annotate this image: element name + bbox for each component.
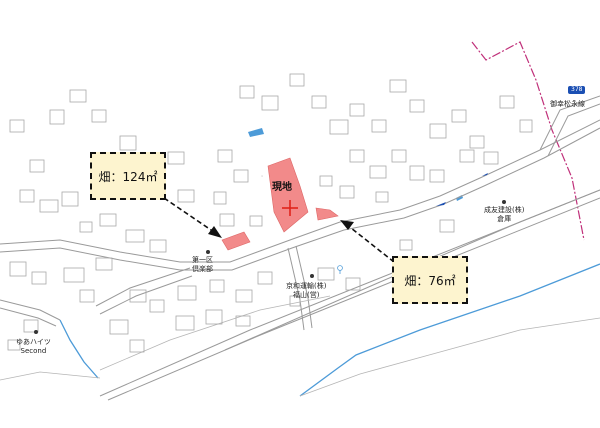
field-parcel-left: [222, 232, 250, 250]
company2-label-line1: 京和運輸(株): [286, 282, 326, 291]
terrain-edge: [0, 296, 600, 396]
company2-label: 京和運輸(株) 福山(営): [286, 282, 326, 300]
club-label-line1: 第一区: [192, 256, 213, 265]
apartment-label-line2: Second: [16, 347, 51, 356]
company2-label-line2: 福山(営): [286, 291, 326, 300]
parcels: [222, 158, 338, 250]
field-callout-right: 畑：76㎡: [392, 256, 468, 304]
route-name-label: 御幸松永線: [550, 100, 585, 109]
field-parcel-right: [316, 208, 338, 220]
field-callout-left: 畑：124㎡: [90, 152, 166, 200]
site-label: 現地: [272, 178, 292, 193]
company1-label-line2: 倉庫: [484, 215, 524, 224]
company1-label: 成友建設(株) 倉庫: [484, 206, 524, 224]
club-label-line2: 倶楽部: [192, 265, 213, 274]
apartment-label: ゆあハイツ Second: [16, 338, 51, 356]
station-icon: [338, 266, 343, 274]
site-parcel: [268, 158, 308, 232]
club-label: 第一区 倶楽部: [192, 256, 213, 274]
buildings: [8, 74, 532, 352]
company1-label-line1: 成友建設(株): [484, 206, 524, 215]
apartment-label-line1: ゆあハイツ: [16, 338, 51, 347]
route-number-badge: 378: [568, 86, 585, 94]
